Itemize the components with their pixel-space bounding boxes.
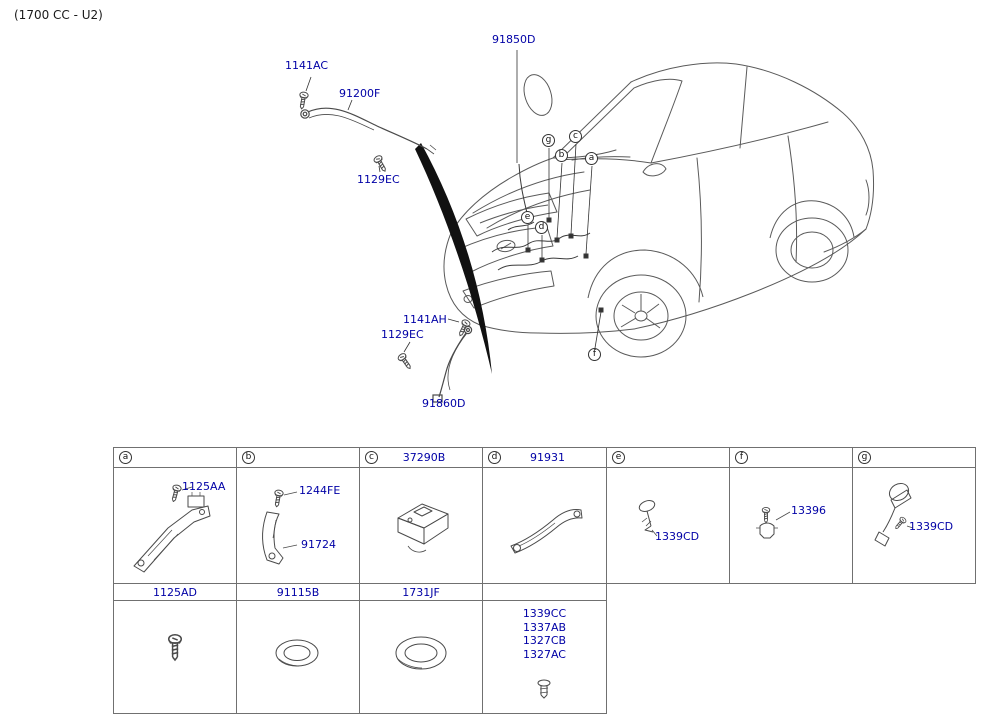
callout-a: a	[585, 152, 598, 165]
subheader-1731JF[interactable]: 1731JF	[360, 584, 483, 601]
header-letter-a: a	[119, 451, 132, 464]
table-header-d: d 91931	[483, 448, 607, 468]
header-letter-e: e	[612, 451, 625, 464]
part-label-1339CD-g[interactable]: 1339CD	[909, 520, 954, 533]
part-label-1327CB[interactable]: 1327CB	[522, 634, 567, 647]
battery-bracket-thumbnail	[133, 483, 211, 573]
strap-thumbnail	[510, 509, 583, 554]
table-header-a: a	[114, 448, 237, 468]
callout-f: f	[588, 348, 601, 361]
subheader-91115B[interactable]: 91115B	[237, 584, 360, 601]
callout-g: g	[542, 134, 555, 147]
engine-variant-label: (1700 CC - U2)	[14, 8, 103, 22]
table-header-f: f	[730, 448, 853, 468]
part-label-91850D[interactable]: 91850D	[492, 33, 536, 46]
screw-thumbnail	[167, 634, 183, 661]
part-label-91860D[interactable]: 91860D	[422, 397, 466, 410]
part-label-1129EC-top[interactable]: 1129EC	[357, 173, 400, 186]
header-letter-c: c	[365, 451, 378, 464]
car-front-fascia	[458, 192, 558, 309]
leader-lines	[305, 50, 602, 353]
header-letter-b: b	[242, 451, 255, 464]
part-label-1339CC[interactable]: 1339CC	[522, 607, 567, 620]
callout-b: b	[555, 149, 568, 162]
header-letter-d: d	[488, 451, 501, 464]
cell-g1: 1339CD	[853, 468, 976, 584]
bolt-bracket-thumbnail	[262, 489, 298, 565]
bulb-socket-thumbnail	[874, 482, 914, 547]
current-sensor-thumbnail	[397, 503, 449, 553]
subheader-1125AD[interactable]: 1125AD	[114, 584, 237, 601]
subheader-d-empty	[483, 584, 607, 601]
header-part-c[interactable]: 37290B	[402, 451, 446, 464]
ground-cable-art	[432, 325, 473, 403]
part-label-91200F[interactable]: 91200F	[339, 87, 381, 100]
part-label-1327AC[interactable]: 1327AC	[522, 647, 566, 661]
diagram-artwork	[296, 50, 874, 403]
fastener-part-list: 1339CC 1337AB 1327CB 1327AC	[483, 607, 606, 661]
part-label-1141AC[interactable]: 1141AC	[285, 59, 329, 72]
ring-grommet-thumbnail	[275, 639, 319, 667]
callout-c: c	[569, 130, 582, 143]
cell-c2	[360, 601, 483, 714]
table-header-b: b	[237, 448, 360, 468]
cell-d2: 1339CC 1337AB 1327CB 1327AC	[483, 601, 607, 714]
cell-c1	[360, 468, 483, 584]
parts-table: a b c 37290B d 91931 e f g	[113, 447, 976, 714]
car-wheels	[587, 200, 855, 358]
part-label-13396[interactable]: 13396	[791, 504, 826, 517]
table-header-c: c 37290B	[360, 448, 483, 468]
part-label-1129EC-bottom[interactable]: 1129EC	[381, 328, 424, 341]
cell-e1: 1339CD	[607, 468, 730, 584]
engine-harness-lines	[491, 163, 604, 313]
battery-cable-art	[300, 107, 437, 155]
clip-screw-thumbnail	[756, 507, 791, 539]
cell-b2	[237, 601, 360, 714]
part-label-1244FE[interactable]: 1244FE	[299, 484, 341, 497]
cell-a1: 1125AA	[114, 468, 237, 584]
table-header-e: e	[607, 448, 730, 468]
part-label-1125AA[interactable]: 1125AA	[182, 480, 226, 493]
part-label-1141AH[interactable]: 1141AH	[403, 313, 447, 326]
wiring-clip-thumbnail	[638, 500, 658, 537]
cell-b1: 1244FE 91724	[237, 468, 360, 584]
header-letter-g: g	[858, 451, 871, 464]
table-header-g: g	[853, 448, 976, 468]
part-label-1339CD-e[interactable]: 1339CD	[655, 530, 700, 543]
header-part-d[interactable]: 91931	[530, 451, 565, 464]
oval-grommet-thumbnail	[395, 636, 447, 670]
cell-d1	[483, 468, 607, 584]
part-label-1337AB[interactable]: 1337AB	[522, 620, 567, 634]
cell-f1: 13396	[730, 468, 853, 584]
cell-a2	[114, 601, 237, 714]
part-label-91724[interactable]: 91724	[301, 538, 336, 551]
callout-e: e	[521, 211, 534, 224]
callout-d: d	[535, 221, 548, 234]
rivet-thumbnail	[537, 679, 551, 699]
swoosh-accent	[415, 143, 492, 374]
car-body-outline	[443, 62, 874, 334]
header-letter-f: f	[735, 451, 748, 464]
